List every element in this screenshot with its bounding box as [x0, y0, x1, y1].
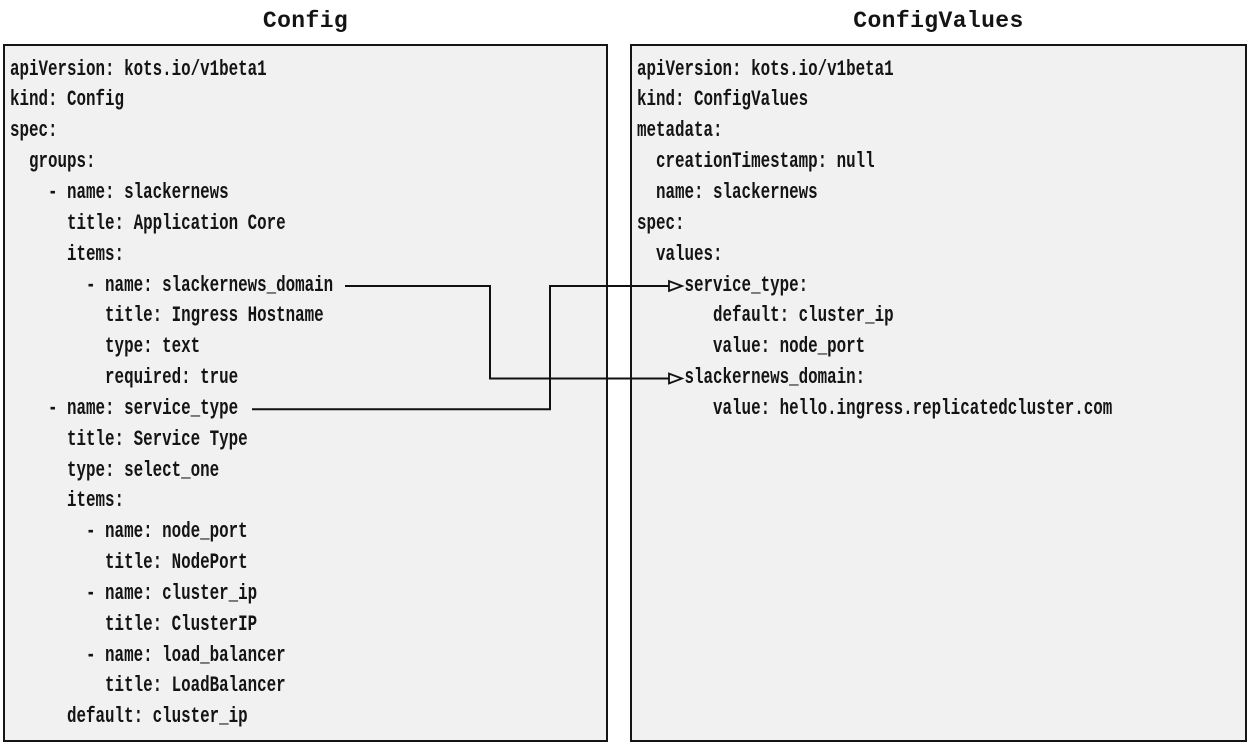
configvalues-yaml-code: apiVersion: kots.io/v1beta1 kind: Config…	[637, 56, 1113, 421]
config-yaml-code: apiVersion: kots.io/v1beta1 kind: Config…	[10, 56, 334, 730]
config-panel-title: Config	[262, 8, 349, 34]
config-panel: apiVersion: kots.io/v1beta1 kind: Config…	[3, 44, 608, 742]
configvalues-panel: apiVersion: kots.io/v1beta1 kind: Config…	[630, 44, 1247, 742]
configvalues-panel-title: ConfigValues	[853, 8, 1024, 34]
